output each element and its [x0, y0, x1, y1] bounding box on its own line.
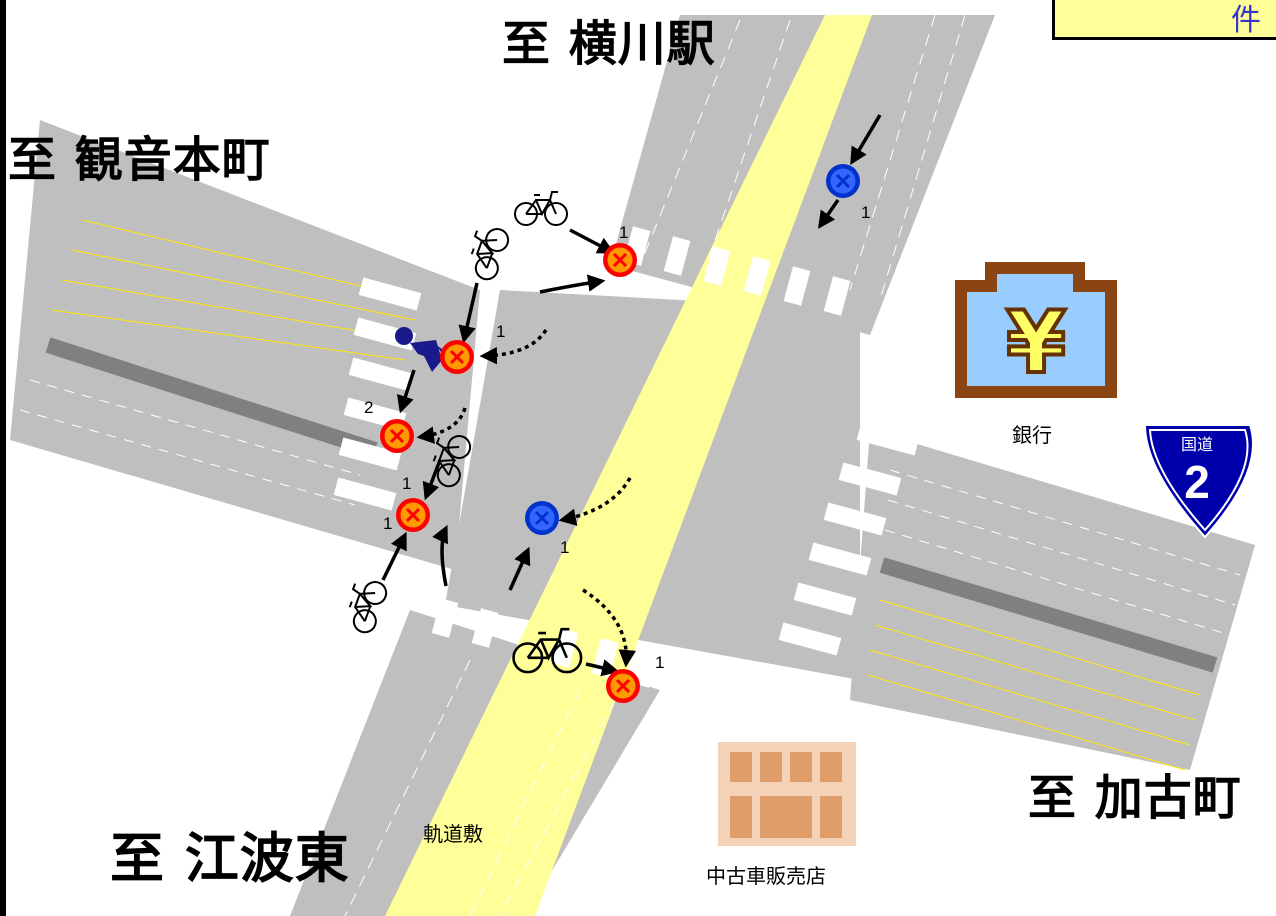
east-road-lanes — [867, 599, 1201, 771]
path-arrow — [569, 228, 616, 254]
direction-label-north: 至 横川駅 — [502, 16, 716, 72]
path-arrow — [508, 546, 531, 591]
path-arrow — [397, 369, 416, 414]
incident-count: 1 — [383, 514, 392, 533]
direction-label-west: 至 観音本町 — [8, 132, 271, 188]
title-text: 件 — [1231, 3, 1261, 38]
map-frame-border — [0, 0, 6, 916]
incident-count: 1 — [496, 322, 505, 341]
path-arrow — [381, 531, 407, 581]
path-arrow — [818, 199, 840, 229]
bicycle-incident-marker — [601, 241, 639, 279]
incident-count: 1 — [402, 474, 411, 493]
pedestrian-icon — [395, 327, 448, 372]
building-icon — [718, 742, 856, 846]
route-sign-number: 2 — [1184, 456, 1210, 508]
direction-label-south: 至 江波東 — [110, 827, 350, 890]
bank-icon: ¥ — [955, 262, 1117, 398]
title-box: 件 — [1052, 0, 1276, 40]
tram-track-band — [385, 15, 872, 916]
svg-text:¥: ¥ — [1006, 293, 1066, 393]
bicycle-incident-marker — [438, 338, 476, 376]
incident-count: 1 — [861, 203, 870, 222]
path-arrow — [432, 524, 448, 587]
route-2-sign-icon: 国道 2 — [1143, 424, 1254, 539]
incident-count: 1 — [560, 538, 569, 557]
dotted-path-arrow — [416, 407, 467, 444]
path-arrow — [539, 274, 606, 294]
path-arrow — [850, 114, 882, 166]
used-car-dealer-label: 中古車販売店 — [706, 864, 826, 888]
east-median — [879, 557, 1218, 673]
west-median — [45, 337, 378, 458]
incident-count: 1 — [619, 223, 628, 242]
vehicle-incident-marker — [523, 499, 561, 537]
bicycle-icon — [514, 191, 568, 226]
bicycle-incident-marker — [394, 496, 432, 534]
path-arrow — [458, 282, 479, 344]
tram-track-label: 軌道敷 — [423, 822, 483, 846]
bicycle-incident-marker — [378, 417, 416, 455]
dotted-path-arrow — [558, 477, 632, 526]
incident-count: 1 — [655, 653, 664, 672]
crosswalk-east — [778, 422, 920, 656]
direction-label-east: 至 加古町 — [1028, 770, 1242, 826]
bicycle-incident-marker — [604, 667, 642, 705]
bicycle-icon — [339, 574, 391, 637]
vehicle-incident-marker — [824, 162, 862, 200]
bicycle-icon — [461, 221, 513, 284]
bank-label: 銀行 — [1012, 423, 1052, 447]
incident-count: 2 — [364, 398, 373, 417]
path-arrow — [422, 459, 442, 501]
path-arrow — [585, 659, 620, 677]
route-sign-top: 国道 — [1181, 435, 1213, 454]
dotted-path-arrow — [582, 588, 636, 668]
